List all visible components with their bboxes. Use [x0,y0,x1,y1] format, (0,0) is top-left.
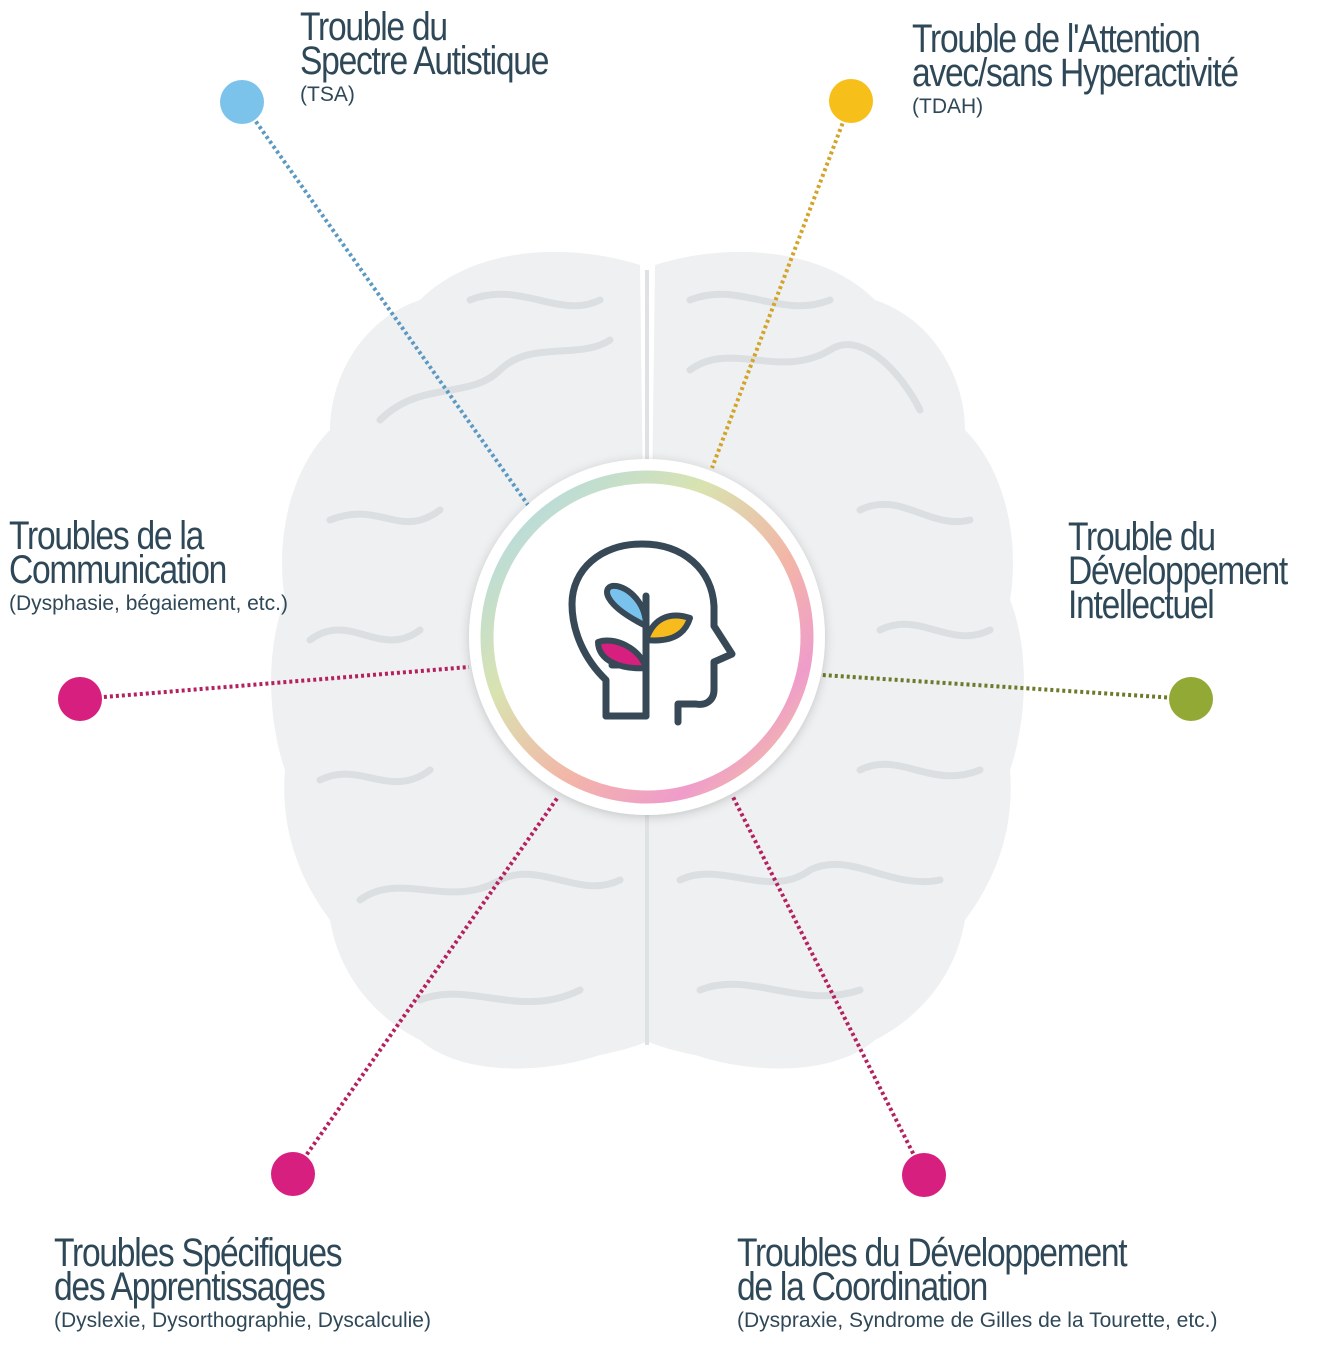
label-tdah-sub: (TDAH) [912,95,984,118]
label-tdi-title-1: Trouble du [1068,515,1216,559]
label-tsap-title-1: Troubles Spécifiques [54,1231,343,1275]
label-tdah-title-1: Trouble de l'Attention [912,17,1201,61]
head-with-plant-icon [568,540,736,726]
label-communication-sub: (Dysphasie, bégaiement, etc.) [9,592,288,615]
dot-tdah [829,79,873,123]
label-tdah-title-2: avec/sans Hyperactivité [912,51,1239,95]
label-tdah: Trouble de l'Attention avec/sans Hyperac… [912,17,1300,120]
dot-tsa [220,80,264,124]
label-tsa-sub: (TSA) [300,83,355,106]
label-communication-title-1: Troubles de la [9,514,204,558]
label-tdi-title-3: Intellectuel [1068,583,1215,627]
dot-communication [58,677,102,721]
endpoint-dots [58,79,1213,1197]
connector-tdc [731,796,926,1176]
label-tdc-title-2: de la Coordination [737,1265,988,1309]
label-tsap-title-2: des Apprentissages [54,1265,326,1309]
connector-tsap [291,795,560,1176]
label-tdc: Troubles du Développement de la Coordina… [737,1231,1218,1334]
dot-tdi [1169,677,1213,721]
label-communication-title-2: Communication [9,548,227,592]
dot-tdc [902,1153,946,1197]
label-tsap-sub: (Dyslexie, Dysorthographie, Dyscalculie) [54,1309,431,1332]
dot-tsap [271,1152,315,1196]
label-tdc-sub: (Dyspraxie, Syndrome de Gilles de la Tou… [737,1309,1218,1332]
label-communication: Troubles de la Communication (Dysphasie,… [9,514,288,617]
label-tsa: Trouble du Spectre Autistique (TSA) [300,5,595,108]
connector-communication [79,665,470,701]
label-tdi: Trouble du Développement Intellectuel [1068,515,1329,627]
label-tdi-title-2: Développement [1068,549,1288,593]
label-tsa-title-2: Spectre Autistique [300,39,549,83]
connector-tdi [821,673,1192,701]
connector-lines [79,100,1192,1176]
label-tdc-title-1: Troubles du Développement [737,1231,1128,1275]
label-tsa-title-1: Trouble du [300,5,448,49]
connector-tsa [240,100,530,507]
label-tsap: Troubles Spécifiques des Apprentissages … [54,1231,431,1334]
brain-background [271,251,1024,1069]
